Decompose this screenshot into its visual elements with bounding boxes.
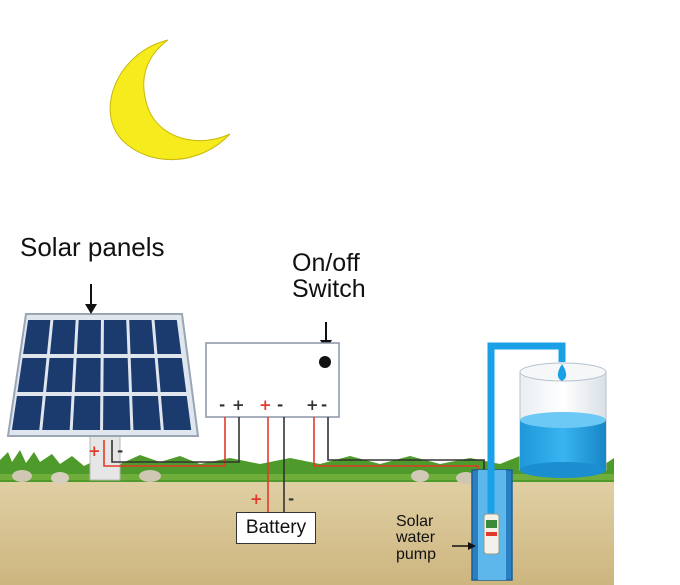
panel-cell xyxy=(103,320,128,354)
arrow-icon xyxy=(85,284,97,314)
panel-minus: - xyxy=(117,442,124,460)
solar-panels-label: Solar panels xyxy=(20,232,165,262)
terminal-plus: + xyxy=(232,396,245,414)
panel-cell xyxy=(23,320,51,354)
stone xyxy=(139,470,161,482)
panel-cell xyxy=(49,320,76,354)
panel-cell xyxy=(103,396,131,430)
panel-cell xyxy=(129,320,155,354)
panel-cell xyxy=(17,358,47,392)
panel-cells xyxy=(11,320,192,430)
terminal-minus: - xyxy=(219,396,226,414)
panel-cell xyxy=(74,358,101,392)
battery-minus: - xyxy=(288,490,295,508)
pump-label-line: pump xyxy=(396,545,437,563)
panel-cell xyxy=(160,396,192,430)
panel-cell xyxy=(72,396,101,430)
pump-label-line: water xyxy=(396,529,436,547)
terminal-plus: + xyxy=(259,396,272,414)
switch-label: On/off Switch xyxy=(292,250,366,303)
controller-box xyxy=(205,342,340,418)
battery-plus: + xyxy=(250,490,263,508)
stone xyxy=(12,470,32,482)
switch-knob[interactable] xyxy=(319,356,331,368)
panel-cell xyxy=(42,396,72,430)
pump-label-line: Solar xyxy=(396,513,434,530)
panel-cell xyxy=(154,320,182,354)
solar-panel-icon xyxy=(6,313,200,437)
panel-plus: + xyxy=(88,442,101,460)
switch-label-line: Switch xyxy=(292,275,366,304)
grass-edge xyxy=(0,474,614,480)
terminal-minus: - xyxy=(321,396,328,414)
stone xyxy=(51,472,69,484)
stone xyxy=(456,472,476,484)
pump-label: Solar water pump xyxy=(396,513,437,563)
panel-cell xyxy=(130,358,158,392)
water-pipe xyxy=(487,342,566,516)
water-tank-icon xyxy=(519,362,607,478)
terminal-minus: - xyxy=(277,396,284,414)
panel-cell xyxy=(11,396,43,430)
water-drop xyxy=(557,364,567,381)
panel-cell xyxy=(132,396,161,430)
panel-cell xyxy=(103,358,129,392)
terminal-plus: + xyxy=(306,396,319,414)
panel-cell xyxy=(46,358,74,392)
water-pump-icon xyxy=(483,513,500,555)
switch-label-line: On/off xyxy=(292,249,360,277)
arrow-icon xyxy=(452,542,476,550)
panel-cell xyxy=(76,320,101,354)
panel-cell xyxy=(157,358,187,392)
battery-label: Battery xyxy=(236,512,316,544)
stone xyxy=(411,470,429,482)
moon-icon xyxy=(109,39,231,160)
